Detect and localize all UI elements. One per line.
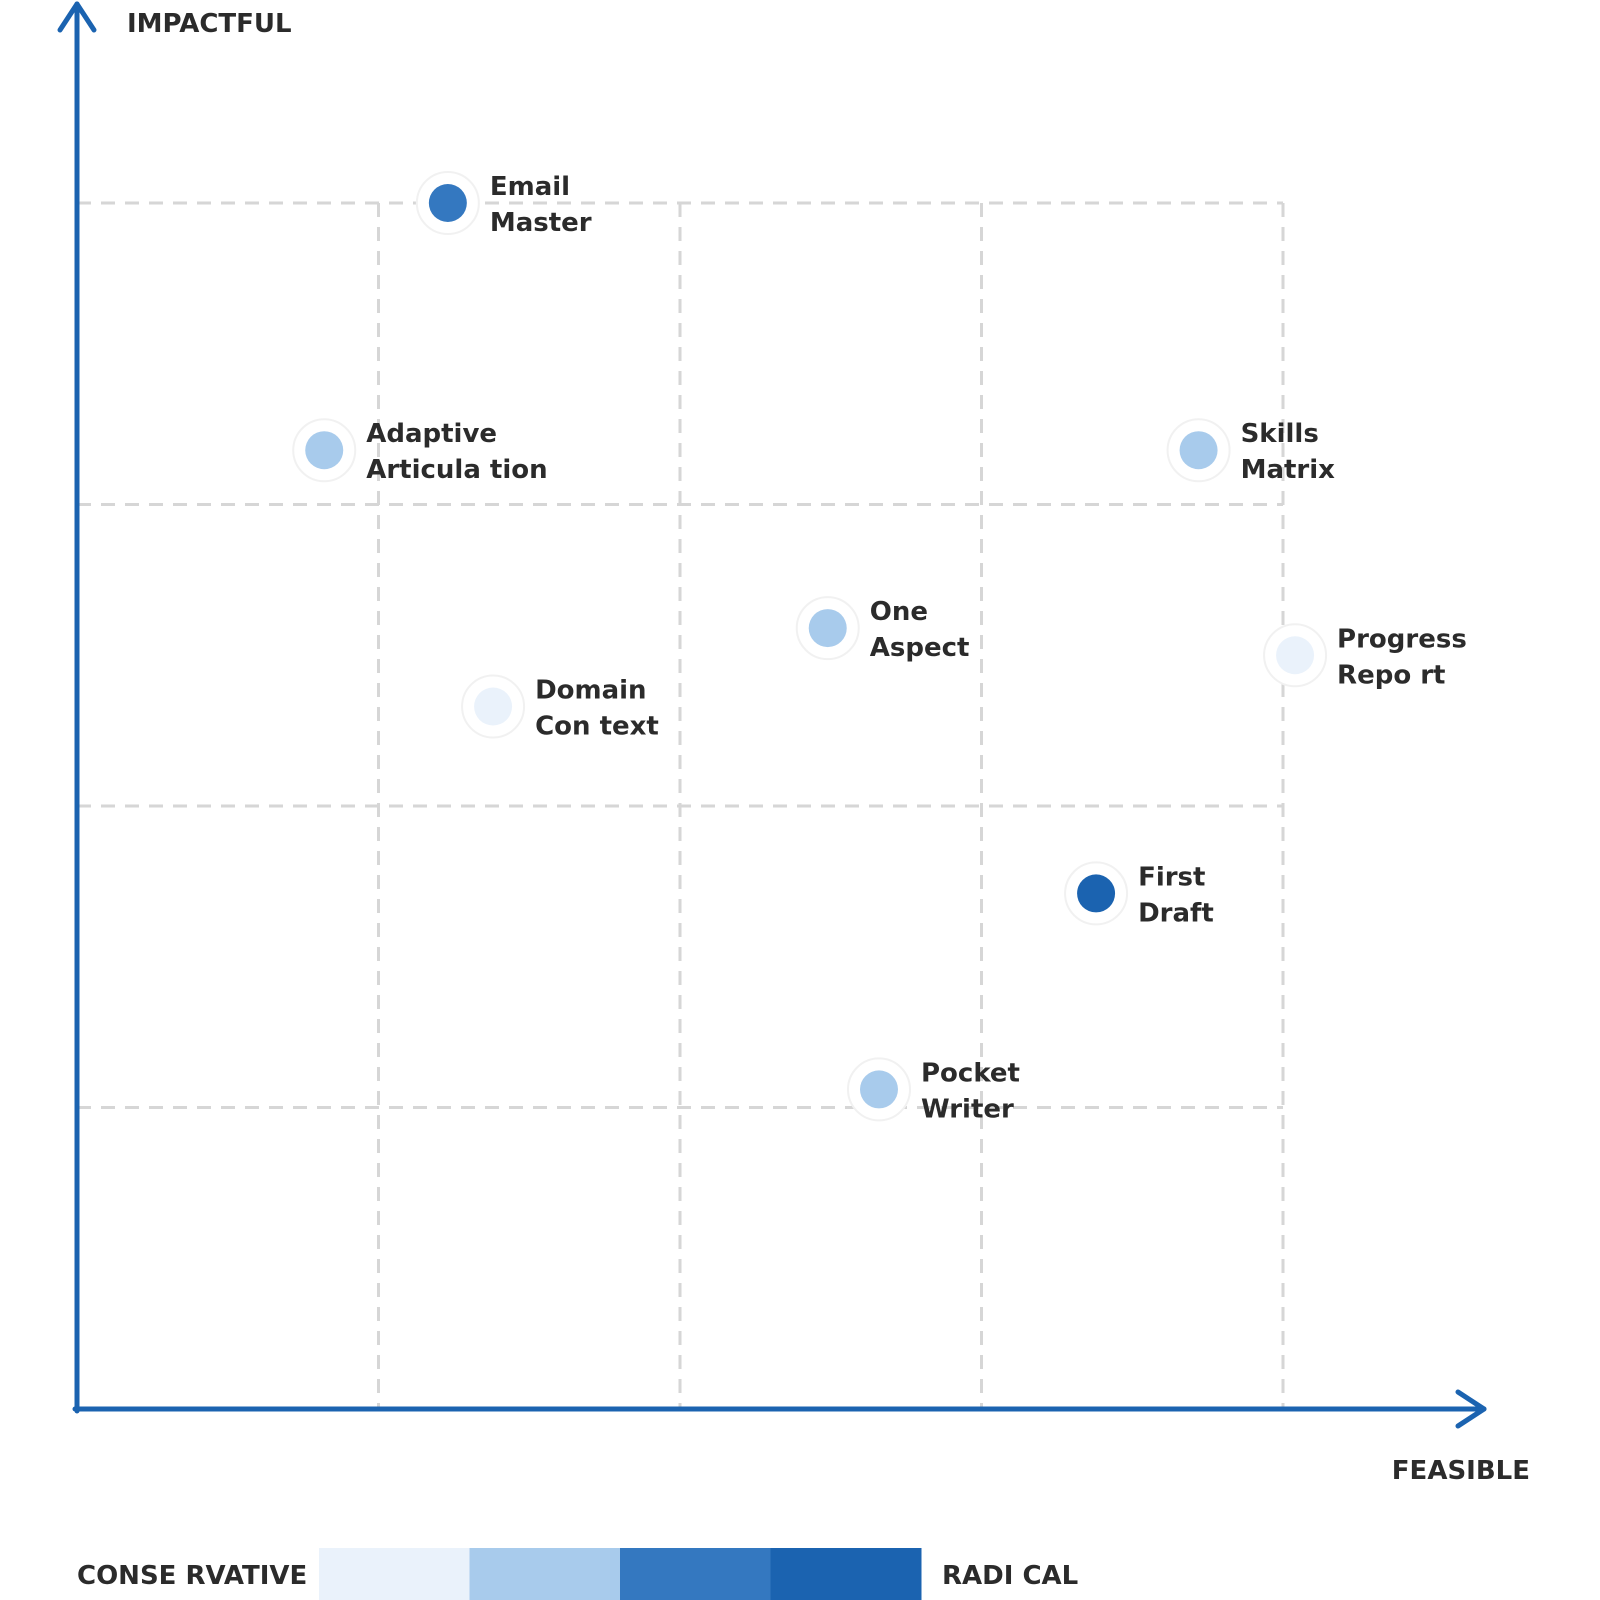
data-point-dot: [428, 184, 467, 222]
data-point-dot: [1276, 636, 1315, 675]
data-point-label: Articula tion: [366, 455, 547, 485]
data-point-dot: [1179, 431, 1218, 470]
grid: [77, 201, 1285, 1409]
x-axis-title: FEASIBLE: [1392, 1456, 1530, 1486]
data-point-label: Con text: [535, 712, 659, 742]
data-point-label: Draft: [1138, 898, 1214, 928]
data-point-label: Repo rt: [1337, 660, 1445, 690]
data-point-label: Skills: [1241, 419, 1319, 449]
data-point-label: Master: [490, 208, 592, 238]
data-point-label: Aspect: [870, 633, 970, 663]
color-legend: CONSE RVATIVE RADI CAL: [77, 1548, 1078, 1600]
data-point-label: First: [1138, 862, 1205, 892]
legend-swatch: [620, 1548, 771, 1600]
data-point-label: Pocket: [921, 1058, 1020, 1088]
data-point-label: Email: [490, 172, 570, 202]
data-point-dot: [808, 609, 847, 648]
legend-swatch: [770, 1548, 922, 1600]
data-point-label: Adaptive: [366, 419, 497, 449]
data-point-label: Progress: [1337, 624, 1467, 654]
legend-swatch: [469, 1548, 621, 1600]
data-point-label: One: [870, 597, 928, 627]
legend-low-label: CONSE RVATIVE: [77, 1561, 307, 1591]
legend-high-label: RADI CAL: [942, 1561, 1078, 1591]
data-point-label: Matrix: [1241, 455, 1336, 485]
data-point-dot: [859, 1070, 898, 1109]
data-point-label: Domain: [535, 676, 647, 706]
legend-swatch: [319, 1548, 470, 1600]
axes: [57, 1, 1487, 1429]
y-axis-title: IMPACTFUL: [127, 9, 292, 39]
x-axis-arrowhead: [1455, 1389, 1487, 1429]
data-point-dot: [305, 431, 344, 470]
data-point-label: Writer: [921, 1094, 1014, 1124]
data-point-dot: [1077, 874, 1116, 913]
data-point-dot: [474, 687, 513, 726]
y-axis-arrowhead: [57, 1, 97, 33]
